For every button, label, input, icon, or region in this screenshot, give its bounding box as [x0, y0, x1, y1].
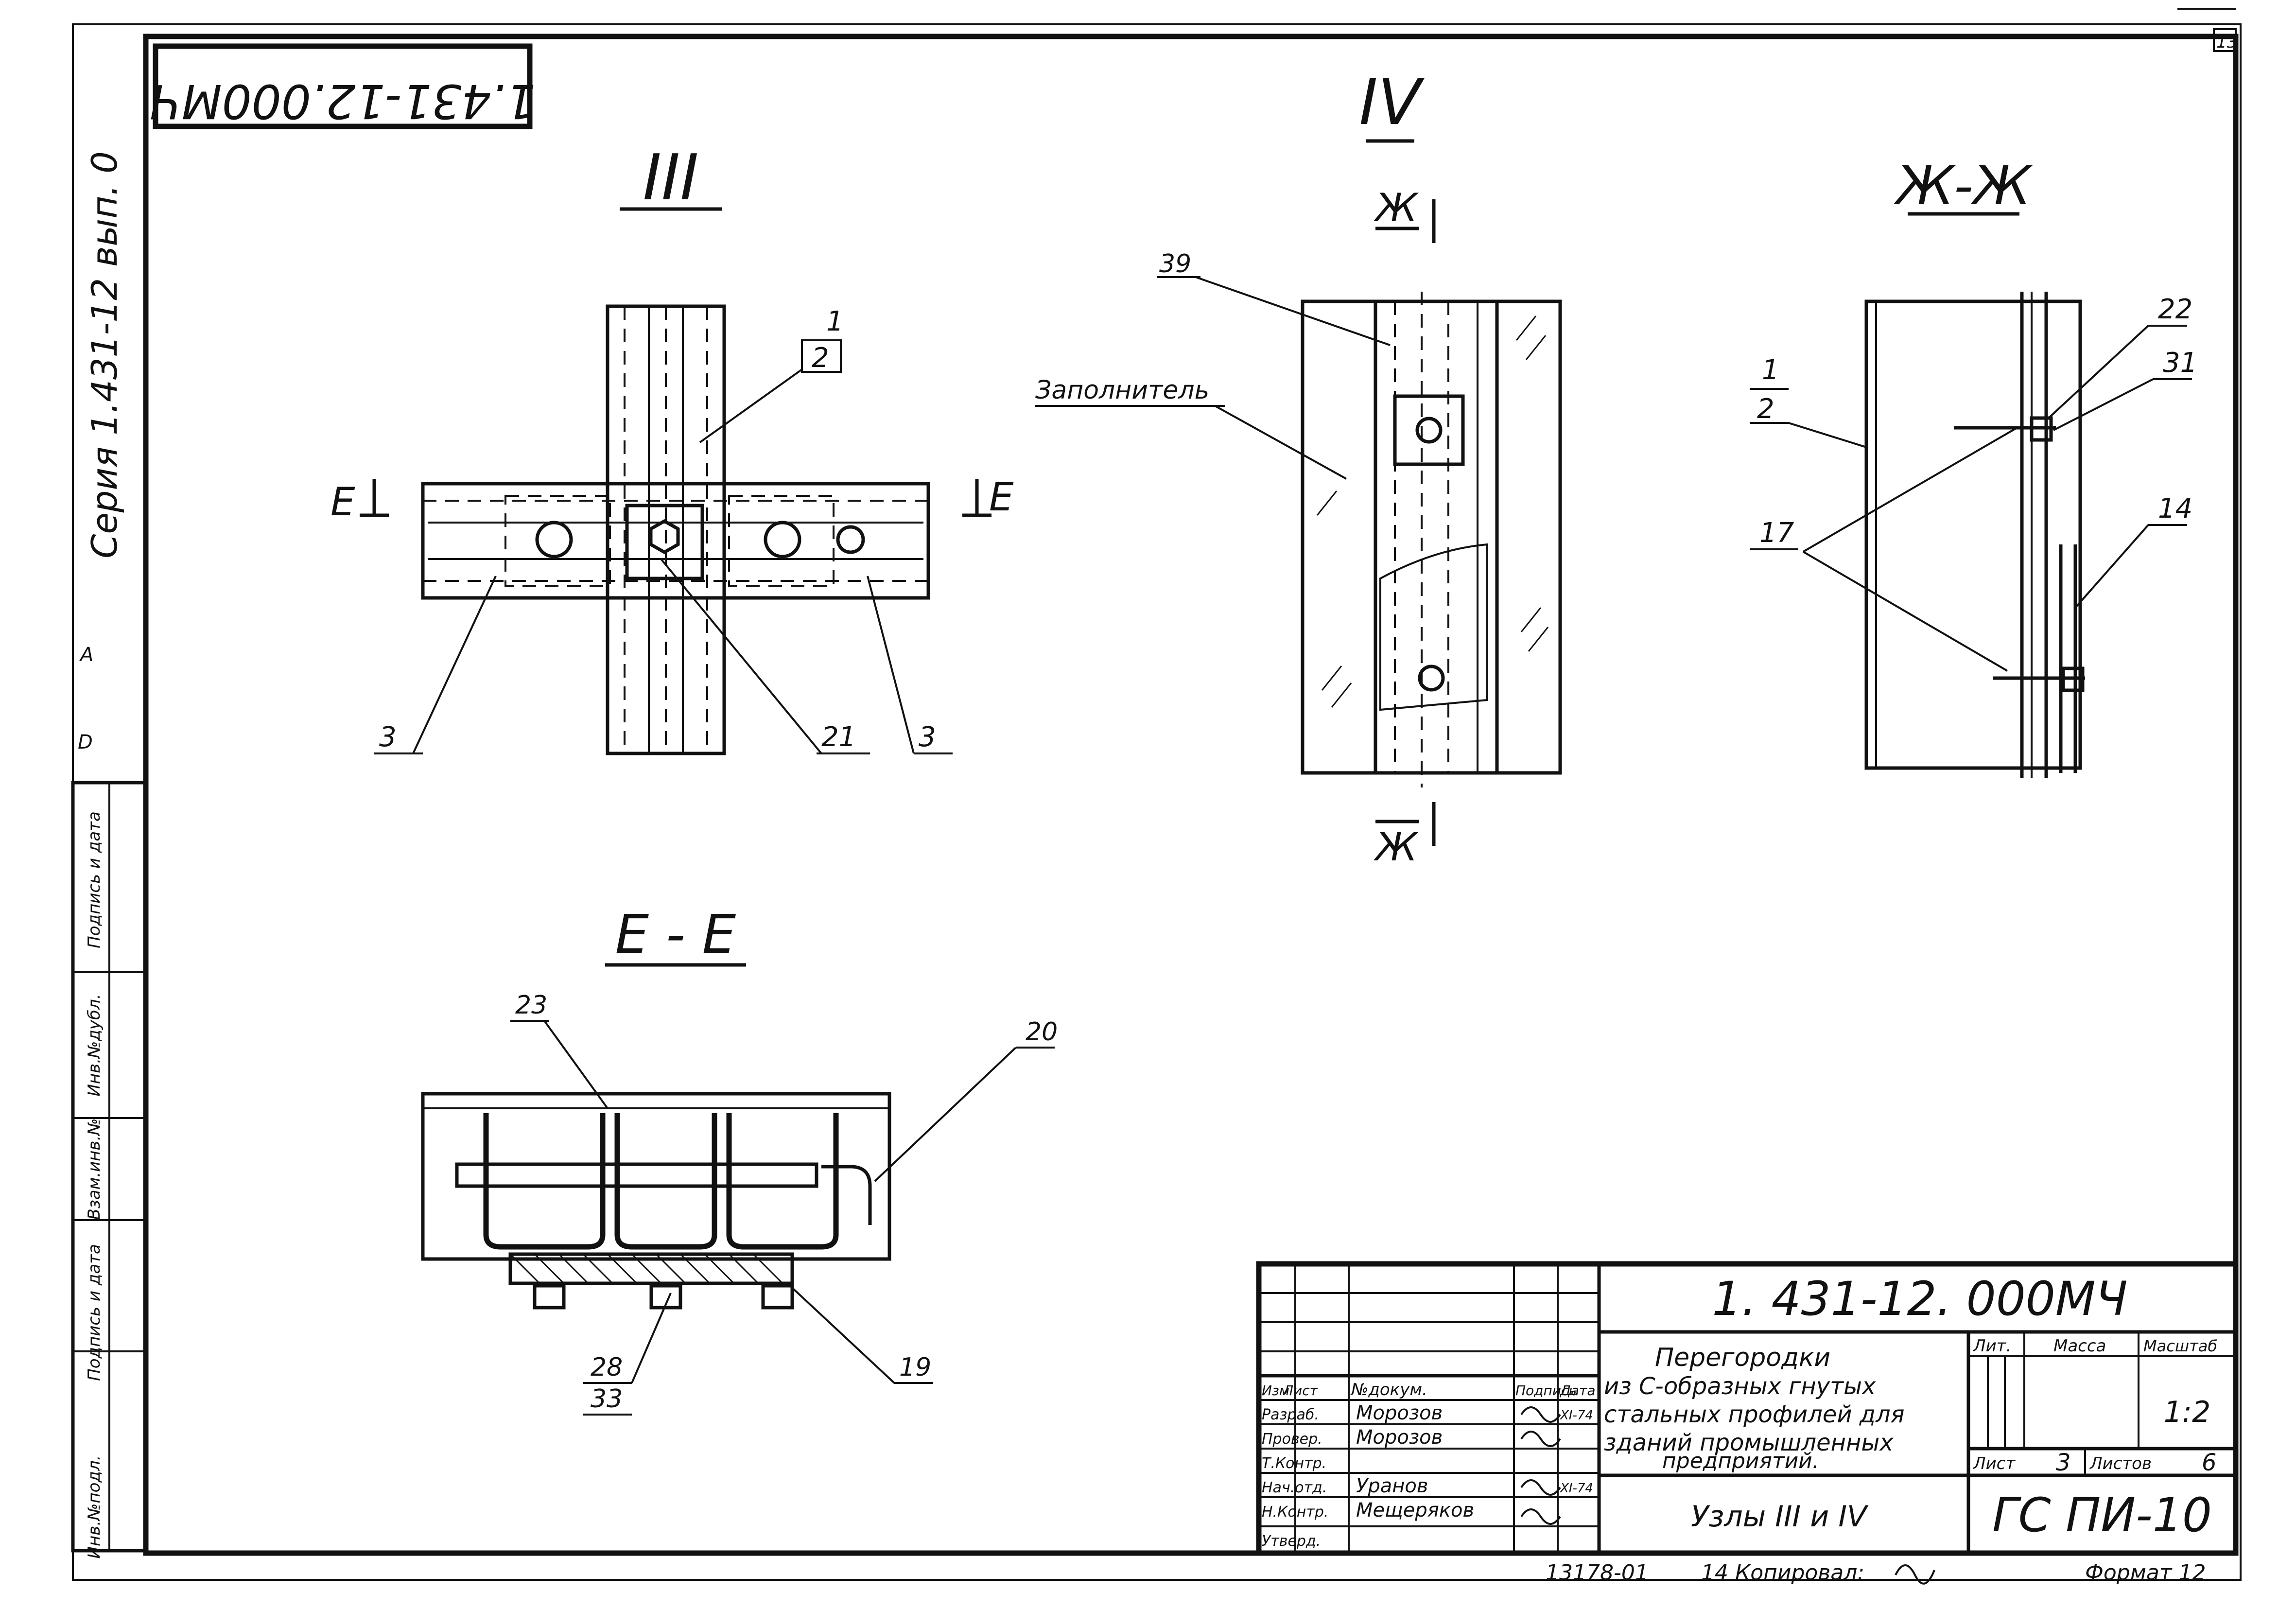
strip-col-4: Инв.№дубл. — [85, 994, 104, 1096]
callout-zh-1: 1 — [1762, 354, 1779, 386]
view-iii-title: III — [643, 140, 698, 214]
callout-e-19: 19 — [899, 1353, 931, 1382]
tb-role-3: Т.Контр. — [1262, 1455, 1326, 1472]
strip-col-3: Взам.инв.№ — [85, 1118, 104, 1220]
tb-lit-label: Лит. — [1972, 1336, 2011, 1356]
view-node-iii: III Е Е 1 2 3 21 — [330, 140, 1014, 755]
corner-number: 13 — [2216, 33, 2237, 52]
view-section-zh: Ж-Ж 1 2 22 31 17 14 — [1750, 155, 2197, 778]
callout-zh-2: 2 — [1757, 393, 1774, 425]
tb-sheets-label: Листов — [2089, 1454, 2152, 1473]
series-label: Серия 1.431-12 вып. 0 — [84, 151, 125, 559]
callout-e-20: 20 — [1026, 1017, 1058, 1047]
tb-head-izm: Изм — [1262, 1382, 1289, 1399]
callout-iii-1: 1 — [826, 306, 844, 337]
inventory-strip: Инв.№подл. Подпись и дата Взам.инв.№ Инв… — [71, 781, 148, 1559]
tb-desc-1: Перегородки — [1655, 1343, 1830, 1372]
tb-role-6: Утверд. — [1262, 1533, 1321, 1550]
callout-zh-22: 22 — [2158, 294, 2192, 325]
top-stamp-box — [153, 43, 533, 129]
side-marker-d: D — [78, 731, 93, 753]
tb-name-5: Мещеряков — [1356, 1499, 1474, 1522]
view-iii-section-right: Е — [989, 474, 1014, 520]
tb-head-ndoc: №докум. — [1350, 1380, 1427, 1399]
callout-iii-2: 2 — [812, 342, 829, 374]
view-iii-section-left: Е — [330, 479, 355, 525]
top-stamp: 1.431-12.000МЧ — [150, 74, 536, 128]
tb-role-2: Провер. — [1262, 1431, 1322, 1448]
tb-date-1: XI-74 — [1559, 1408, 1593, 1423]
view-node-iv: IV Ж Ж 39 Заполнитель — [1035, 65, 1562, 870]
tb-name-1: Морозов — [1356, 1402, 1443, 1424]
tb-scale-label: Масштаб — [2143, 1337, 2217, 1355]
view-section-e: Е - Е 23 20 28 33 19 — [421, 903, 1058, 1416]
section-zh-title: Ж-Ж — [1894, 155, 2033, 217]
title-block: Изм Лист №докум. Подпись Дата Разраб. Мо… — [1256, 1261, 2239, 1556]
tb-head-list: Лист — [1283, 1382, 1318, 1399]
view-iv-section-top: Ж — [1373, 185, 1419, 230]
corner-box — [2213, 28, 2237, 52]
tb-doc-code: 1. 431-12. 000МЧ — [1712, 1272, 2127, 1326]
tb-name-2: Морозов — [1356, 1426, 1443, 1449]
tb-desc-4: зданий промышленных — [1604, 1429, 1894, 1456]
tb-sheet-name: Узлы III и IV — [1691, 1500, 1869, 1534]
strip-col-5: Подпись и дата — [85, 811, 104, 948]
callout-iii-21: 21 — [821, 721, 856, 753]
callout-iv-filler: Заполнитель — [1035, 376, 1209, 405]
tb-scale: 1:2 — [2164, 1395, 2211, 1429]
view-iv-title: IV — [1359, 65, 1425, 139]
tb-role-1: Разраб. — [1262, 1406, 1319, 1423]
view-iv-section-bottom: Ж — [1373, 824, 1419, 870]
strip-col-2: Подпись и дата — [85, 1244, 104, 1381]
tb-name-4: Уранов — [1356, 1475, 1428, 1497]
callout-iv-39: 39 — [1159, 249, 1191, 279]
tb-desc-2: из С-образных гнутых — [1604, 1373, 1876, 1400]
tb-role-5: Н.Контр. — [1262, 1504, 1328, 1521]
callout-e-33: 33 — [591, 1384, 623, 1414]
callout-zh-17: 17 — [1759, 517, 1794, 549]
callout-zh-31: 31 — [2163, 347, 2197, 379]
side-marker-a: А — [79, 644, 93, 666]
footer-format: Формат 12 — [2085, 1560, 2206, 1585]
callout-e-23: 23 — [515, 991, 547, 1020]
tb-org: ГС ПИ-10 — [1992, 1488, 2212, 1542]
tb-sheet-no: 3 — [2056, 1449, 2071, 1476]
tb-head-data: Дата — [1559, 1382, 1596, 1399]
tb-desc-5: предприятий. — [1662, 1449, 1819, 1473]
callout-zh-14: 14 — [2158, 493, 2192, 525]
copier-signature — [1895, 1564, 1935, 1585]
footer-order: 13178-01 — [1546, 1560, 1649, 1585]
tb-sheet-label: Лист — [1972, 1454, 2016, 1473]
tb-date-4: XI-74 — [1559, 1481, 1593, 1496]
tb-mass-label: Масса — [2053, 1336, 2106, 1356]
outer-frame — [72, 23, 2242, 1581]
footer-copied: 14 Копировал: — [1701, 1560, 1864, 1585]
callout-iii-3-left: 3 — [379, 721, 397, 753]
tb-role-4: Нач.отд. — [1262, 1479, 1327, 1496]
callout-iii-3-right: 3 — [919, 721, 936, 753]
strip-col-1: Инв.№подл. — [85, 1455, 104, 1559]
tb-head-podpis: Подпись — [1515, 1382, 1577, 1399]
tb-desc-3: стальных профилей для — [1604, 1401, 1905, 1428]
callout-e-28: 28 — [591, 1353, 623, 1382]
section-e-title: Е - Е — [615, 903, 736, 965]
tb-sheets-total: 6 — [2202, 1449, 2217, 1476]
